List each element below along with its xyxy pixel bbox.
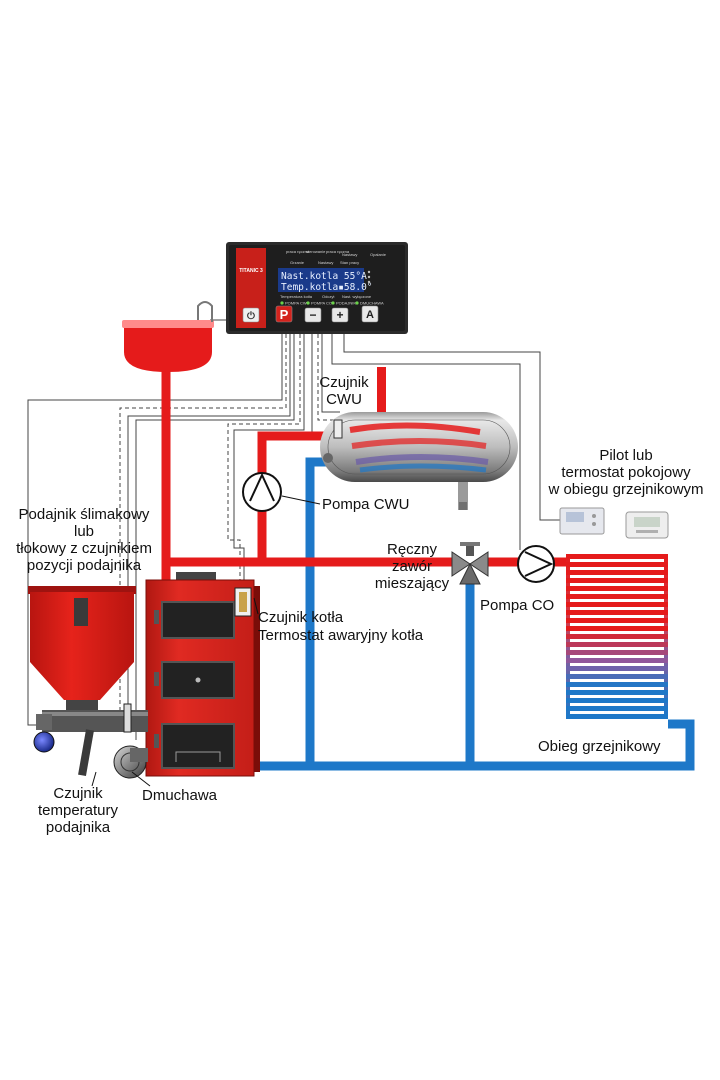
pump-co <box>517 545 555 583</box>
room-thermostat <box>625 511 669 539</box>
radiator-fin <box>566 706 668 711</box>
indicator-dmuchawa: DMUCHAWA <box>360 301 384 306</box>
radiator-fin <box>566 666 668 671</box>
radiator-fin <box>566 610 668 615</box>
radiator-fin <box>566 562 668 567</box>
radiator-fin <box>566 682 668 687</box>
controller-mode-label-1: Nastawy <box>318 260 333 265</box>
mixing-valve <box>451 542 489 585</box>
blower-fan <box>113 745 148 779</box>
feeder-temp-sensor <box>123 703 132 733</box>
radiator-fin <box>566 674 668 679</box>
a-button[interactable]: A <box>361 305 379 323</box>
controller-top-label-1: sterowanie <box>306 249 326 254</box>
label-zawor-1: Ręczny <box>387 541 438 558</box>
plus-button[interactable]: + <box>331 307 349 323</box>
label-podajnik-3: tłokowy z czujnikiem <box>16 540 152 557</box>
label-zawor-3: mieszający <box>375 575 450 592</box>
radiator-fin <box>566 690 668 695</box>
label-pompa-cwu: Pompa CWU <box>322 496 410 513</box>
led-icon <box>331 301 335 305</box>
radiator-fin <box>566 554 668 559</box>
controller-panel: TITANIC 3 praca ręczna sterowanie praca … <box>226 242 408 334</box>
dhw-sensor <box>333 419 343 439</box>
minus-button[interactable]: − <box>304 307 322 323</box>
radiator-fin <box>566 626 668 631</box>
supply-pipes <box>161 370 568 590</box>
led-icon <box>280 301 284 305</box>
controller-top-label-2: praca ręczna <box>326 249 350 254</box>
radiator-fin <box>566 586 668 591</box>
label-podajnik-4: pozycji podajnika <box>27 557 142 574</box>
plus-button-label: + <box>336 308 343 322</box>
feeder-screw <box>36 710 148 776</box>
radiator-fin <box>566 714 668 719</box>
radiator-fin <box>566 578 668 583</box>
controller-lcd <box>278 268 364 292</box>
controller-bottom-label-0: Temperatura kotła <box>280 294 313 299</box>
indicator-podajnik: PODAJNIK <box>336 301 356 306</box>
expansion-tank <box>122 301 214 372</box>
radiator-fin <box>566 570 668 575</box>
radiator-fin <box>566 658 668 663</box>
controller-top-label-0: praca ręczna <box>286 249 310 254</box>
radiator-fin <box>566 618 668 623</box>
radiator-fin <box>566 650 668 655</box>
label-czujnik-kotla-2: Termostat awaryjny kotła <box>258 627 424 644</box>
feeder-motor <box>33 731 55 753</box>
indicator-pompa-co: POMPA CO <box>311 301 332 306</box>
led-icon <box>306 301 310 305</box>
label-podajnik-1: Podajnik ślimakowy <box>19 506 150 523</box>
label-podajnik-2: lub <box>74 523 94 540</box>
p-button[interactable]: P <box>275 305 293 323</box>
label-dmuchawa: Dmuchawa <box>142 787 218 804</box>
label-czujnik-podajnika-3: podajnika <box>46 819 111 836</box>
indicator-pompa-cwu: POMPA CWU <box>285 301 310 306</box>
side-dot-icon <box>367 270 371 274</box>
controller-bottom-label-1: Odczyt <box>322 294 335 299</box>
label-czujnik-cwu-1: Czujnik <box>319 374 369 391</box>
radiator-fin <box>566 594 668 599</box>
radiator-fin <box>566 642 668 647</box>
controller-mode-label-0: Grzanie <box>290 260 305 265</box>
radiator-fin <box>566 602 668 607</box>
remote-pilot <box>559 507 605 535</box>
controller-mode-label-2: Stan pracy <box>340 260 359 265</box>
label-pompa-co: Pompa CO <box>480 597 554 614</box>
label-czujnik-cwu-2: CWU <box>326 391 362 408</box>
radiator-fin <box>566 634 668 639</box>
label-zawor-2: zawór <box>392 558 432 575</box>
fuel-hopper <box>28 586 136 710</box>
p-button-label: P <box>280 307 289 322</box>
label-czujnik-podajnika-1: Czujnik <box>53 785 103 802</box>
controller-brand: TITANIC 3 <box>239 268 263 274</box>
power-button[interactable]: ⏻ <box>242 307 260 323</box>
label-czujnik-podajnika-2: temperatury <box>38 802 119 819</box>
control-wires <box>27 319 560 740</box>
controller-top-label-4: Opalanie <box>370 252 387 257</box>
side-dot-icon <box>367 280 371 284</box>
leader-lines <box>91 495 321 787</box>
label-pilot-3: w obiegu grzejnikowym <box>547 481 703 498</box>
radiator-fin <box>566 698 668 703</box>
radiator <box>566 554 668 719</box>
label-pilot-2: termostat pokojowy <box>561 464 691 481</box>
a-button-label: A <box>366 309 374 321</box>
label-obieg: Obieg grzejnikowy <box>538 738 661 755</box>
dhw-tank <box>320 412 518 510</box>
minus-button-label: − <box>309 308 316 322</box>
label-pilot-1: Pilot lub <box>599 447 652 464</box>
power-icon: ⏻ <box>247 310 255 322</box>
dhw-hot-outlet <box>377 367 386 415</box>
lcd-line-1: Nast.kotla 55°A <box>281 271 367 282</box>
led-icon <box>355 301 359 305</box>
side-dot-icon <box>367 275 371 279</box>
boiler-sensor <box>234 587 252 617</box>
lcd-line-2: Temp.kotla▪58.0° <box>281 282 373 293</box>
pump-cwu <box>242 472 282 512</box>
controller-top-label-3: Nastawy <box>342 252 357 257</box>
controller-bottom-label-2: Nast. wyłączone <box>342 294 372 299</box>
label-czujnik-kotla-1: Czujnik kotła <box>258 609 344 626</box>
